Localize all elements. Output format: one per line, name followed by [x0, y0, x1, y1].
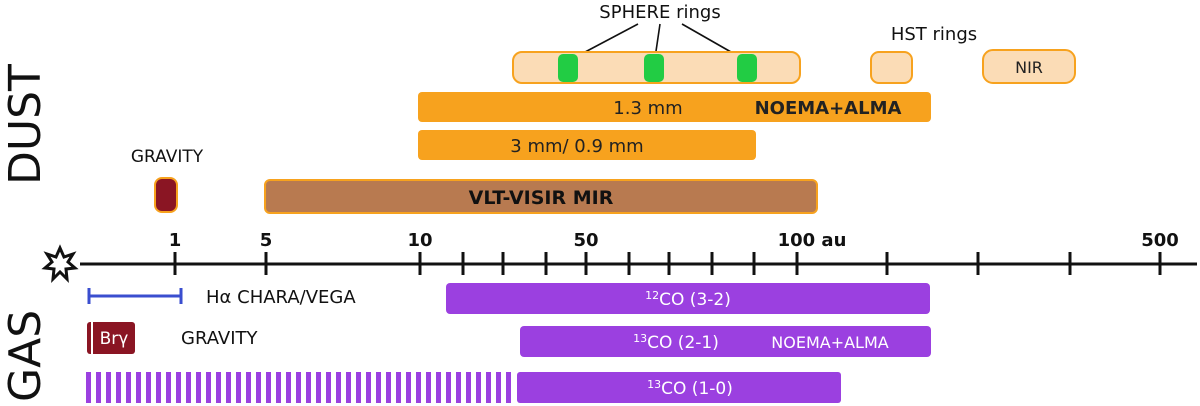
co13-21-species: CO (2-1): [647, 333, 719, 353]
co13-10-label: 13CO (1-0): [647, 378, 733, 399]
gravity-gas-label: GRAVITY: [181, 328, 259, 349]
stripe: [86, 372, 91, 403]
stripe: [266, 372, 271, 403]
mm3-bar: [418, 130, 756, 160]
stripe: [406, 372, 411, 403]
nir-label: NIR: [1015, 58, 1043, 77]
stripe: [126, 372, 131, 403]
noema-alma-gas-label: NOEMA+ALMA: [771, 333, 888, 352]
stripe: [316, 372, 321, 403]
stripe: [296, 372, 301, 403]
stripe: [226, 372, 231, 403]
hst-rings-label: HST rings: [891, 24, 977, 45]
nir-box: [982, 49, 1076, 84]
mm3-label: 3 mm/ 0.9 mm: [510, 136, 643, 157]
co13-10-species: CO (1-0): [661, 379, 733, 399]
stripe: [146, 372, 151, 403]
stripe: [496, 372, 501, 403]
co13-10-isotope: 13: [647, 378, 661, 391]
stripe: [446, 372, 451, 403]
co12-species: CO (3-2): [659, 290, 731, 310]
co13-10-striped-extension: [86, 372, 511, 403]
axis-tick-label-100au: 100 au: [778, 230, 847, 251]
stripe: [346, 372, 351, 403]
hst-ring-box: [870, 51, 913, 84]
sphere-ring-marker-2: [644, 54, 664, 82]
gravity-dust-marker: [154, 177, 178, 213]
stripe: [116, 372, 121, 403]
sphere-rings-label: SPHERE rings: [599, 2, 720, 23]
visir-label: VLT-VISIR MIR: [469, 187, 614, 209]
co13-10-bar: [517, 372, 841, 403]
stripe: [356, 372, 361, 403]
stripe: [186, 372, 191, 403]
stripe: [196, 372, 201, 403]
gravity-dust-label: GRAVITY: [131, 147, 204, 167]
stripe: [366, 372, 371, 403]
stripe: [136, 372, 141, 403]
stripe: [386, 372, 391, 403]
halpha-label: Hα CHARA/VEGA: [206, 287, 356, 308]
halpha-range-bar: [87, 288, 183, 304]
stripe: [276, 372, 281, 403]
stripe: [286, 372, 291, 403]
co13-21-label: 13CO (2-1): [633, 332, 719, 353]
stripe: [376, 372, 381, 403]
stripe: [166, 372, 171, 403]
stripe: [456, 372, 461, 403]
co13-21-bar: [520, 326, 931, 357]
axis-tick-label-10: 10: [407, 230, 432, 251]
noema-alma-dust-label: NOEMA+ALMA: [755, 98, 902, 119]
stripe: [236, 372, 241, 403]
co12-isotope: 12: [645, 289, 659, 302]
stripe: [486, 372, 491, 403]
co13-21-isotope: 13: [633, 332, 647, 345]
sphere-ring-marker-1: [558, 54, 578, 82]
sphere-ring-marker-3: [737, 54, 757, 82]
mm13-label: 1.3 mm: [613, 98, 682, 119]
stripe: [326, 372, 331, 403]
axis-tick-label-5: 5: [260, 230, 273, 251]
stripe: [426, 372, 431, 403]
stripe: [256, 372, 261, 403]
stripe: [96, 372, 101, 403]
star-icon: [41, 244, 79, 284]
stripe: [176, 372, 181, 403]
axis-tick-label-50: 50: [573, 230, 598, 251]
stripe: [106, 372, 111, 403]
stripe: [306, 372, 311, 403]
stripe: [436, 372, 441, 403]
stripe: [466, 372, 471, 403]
axis-tick-label-1: 1: [169, 230, 182, 251]
stripe: [216, 372, 221, 403]
stripe: [476, 372, 481, 403]
bry-label: Brγ: [100, 329, 129, 349]
stripe: [206, 372, 211, 403]
stripe: [156, 372, 161, 403]
axis-tick-label-500: 500: [1141, 230, 1179, 251]
gas-side-label: GAS: [0, 310, 51, 402]
dust-side-label: DUST: [0, 64, 51, 185]
stripe: [336, 372, 341, 403]
bry-marker: [87, 322, 135, 354]
co12-label: 12CO (3-2): [645, 289, 731, 310]
stripe: [396, 372, 401, 403]
visir-bar: [264, 179, 818, 214]
co12-bar: [446, 283, 930, 314]
stripe: [416, 372, 421, 403]
mm13-bar: [418, 92, 931, 122]
axis-ticks: [173, 252, 1162, 275]
stripe: [246, 372, 251, 403]
stripe: [506, 372, 511, 403]
